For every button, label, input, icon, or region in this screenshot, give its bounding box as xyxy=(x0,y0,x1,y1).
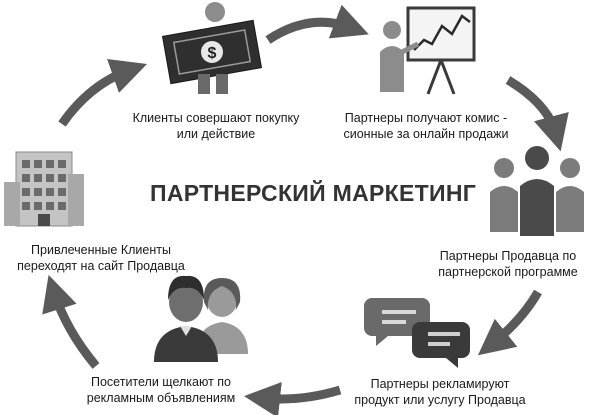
caption-step-2-line-1: Партнеры получают комис - xyxy=(344,111,508,125)
caption-step-2: Партнеры получают комис - сионные за онл… xyxy=(332,110,520,142)
arrow-step1-to-step2 xyxy=(265,4,369,44)
caption-step-1: Клиенты совершают покупку или действие xyxy=(118,110,314,142)
caption-step-4-line-2: продукт или услугу Продавца xyxy=(354,393,526,407)
caption-step-6-line-1: Привлеченные Клиенты xyxy=(31,243,171,257)
caption-step-3-line-1: Партнеры Продавца по xyxy=(439,249,577,263)
caption-step-4-line-1: Партнеры рекламируют xyxy=(370,377,510,391)
caption-step-6: Привлеченные Клиенты переходят на сайт П… xyxy=(4,242,198,274)
caption-step-6-line-2: переходят на сайт Продавца xyxy=(17,259,185,273)
caption-step-1-line-1: Клиенты совершают покупку xyxy=(132,111,300,125)
diagram-title: ПАРТНЕРСКИЙ МАРКЕТИНГ xyxy=(150,180,477,206)
caption-step-2-line-2: сионные за онлайн продажи xyxy=(343,127,509,141)
caption-step-3: Партнеры Продавца по партнерской програм… xyxy=(426,248,590,280)
arrow-step3-to-step4 xyxy=(477,289,542,356)
arrow-step4-to-step5 xyxy=(244,381,342,415)
speech-bubbles-icon xyxy=(364,298,470,368)
caption-step-3-line-2: партнерской программе xyxy=(438,265,578,279)
caption-step-5-line-1: Посетители щелкают по xyxy=(91,375,231,389)
svg-text:$: $ xyxy=(208,45,217,62)
office-building-icon xyxy=(4,151,84,227)
presenter-with-chart-icon xyxy=(380,6,476,95)
arrow-step5-to-step6 xyxy=(42,274,100,369)
two-people-avatar-icon xyxy=(154,275,248,362)
person-with-dollar-bill-icon: $ xyxy=(161,2,263,94)
arrow-step2-to-step3 xyxy=(505,76,569,152)
caption-step-5-line-2: рекламным объявлениям xyxy=(86,391,236,405)
group-of-people-icon xyxy=(490,146,584,236)
caption-step-4: Партнеры рекламируют продукт или услугу … xyxy=(340,376,540,408)
arrow-step6-to-step1 xyxy=(58,58,147,127)
caption-step-1-line-2: или действие xyxy=(176,127,256,141)
caption-step-5: Посетители щелкают по рекламным объявлен… xyxy=(76,374,246,406)
